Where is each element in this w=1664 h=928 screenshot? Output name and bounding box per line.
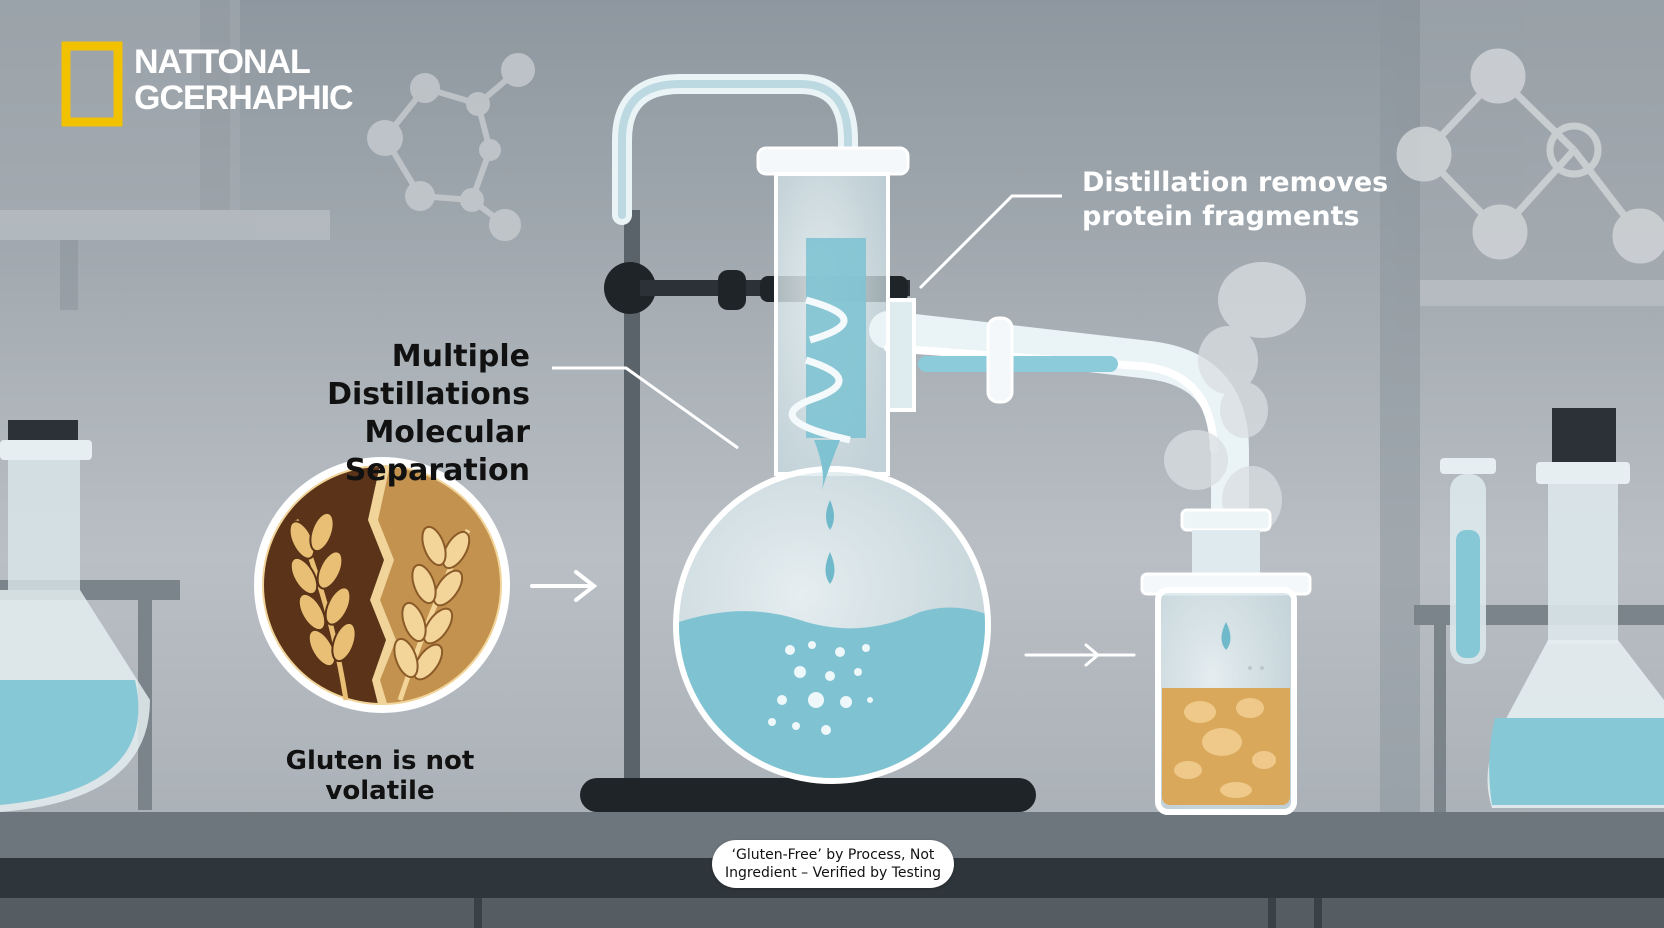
left-heading: Multiple Distillations Molecular Separat… xyxy=(190,338,530,490)
badge-line-2: Ingredient – Verified by Testing xyxy=(725,865,941,881)
logo-line-2: GCERHAPHIC xyxy=(134,79,354,117)
logo-frame xyxy=(61,41,123,127)
distillation-flask xyxy=(612,74,1249,784)
background-glassware-right xyxy=(1414,408,1664,815)
droplet-icon xyxy=(1221,622,1231,650)
right-heading-line-2: protein fragments xyxy=(1082,201,1360,232)
gluten-free-badge: ‘Gluten-Free’ by Process, Not Ingredient… xyxy=(712,840,954,888)
bubbles xyxy=(768,641,873,735)
grain-caption: Gluten is not volatile xyxy=(285,746,475,806)
arrow-right-icon xyxy=(1024,643,1136,667)
background-flask-left xyxy=(0,420,180,812)
badge-line-1: ‘Gluten-Free’ by Process, Not xyxy=(731,847,935,863)
right-heading-line-1: Distillation removes xyxy=(1082,167,1389,198)
logo-line-1: NATTONAL xyxy=(134,43,311,81)
wheat-icon xyxy=(254,457,510,713)
leader-lines xyxy=(552,194,1062,450)
molecule-icon xyxy=(367,53,535,241)
left-heading-line-1: Multiple Distillations xyxy=(327,339,530,412)
left-heading-line-2: Molecular Separation xyxy=(344,415,530,488)
logo-wordmark: NATTONAL GCERHAPHIC xyxy=(134,43,354,117)
right-heading: Distillation removes protein fragments xyxy=(1082,166,1442,234)
arrow-right-icon xyxy=(530,570,598,602)
droplet-icon xyxy=(826,500,834,530)
molecule-icon xyxy=(1396,48,1664,264)
receiving-beaker xyxy=(1140,508,1312,815)
droplet-icon xyxy=(825,552,835,584)
